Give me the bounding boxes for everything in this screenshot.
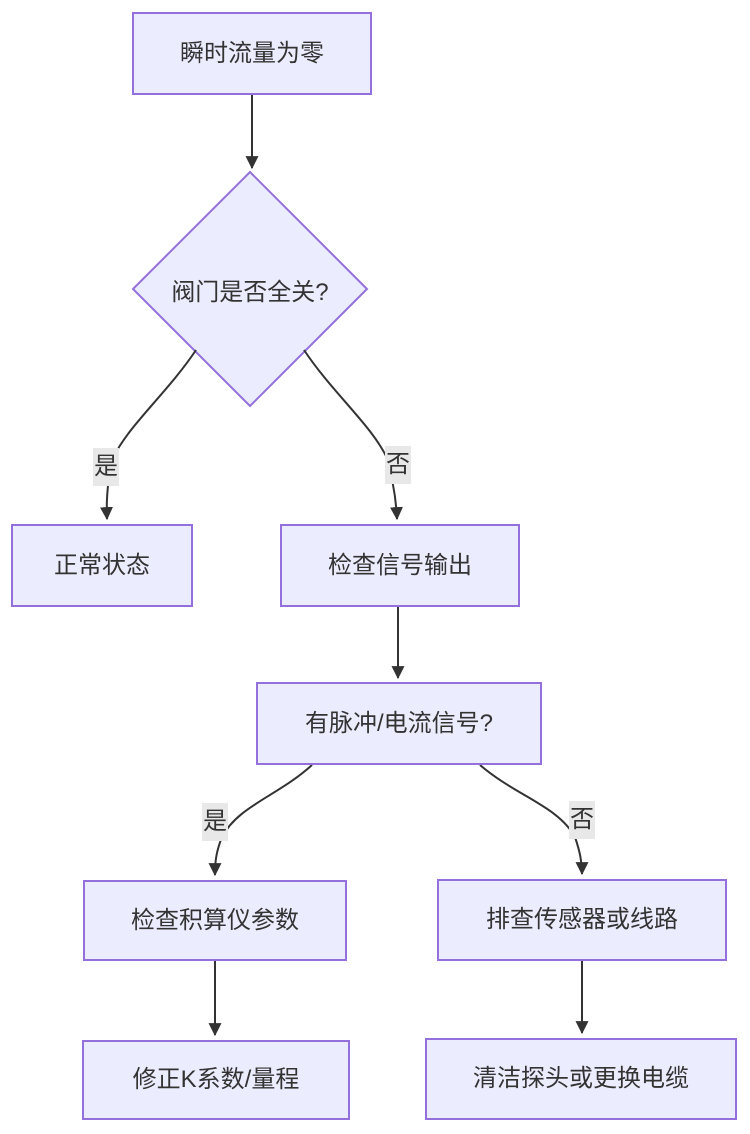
node-check-sensor-wiring: 排查传感器或线路 [437,879,727,961]
edge-label-valve-no: 否 [385,446,411,484]
edge-label-valve-yes: 是 [93,448,119,486]
node-normal-state: 正常状态 [11,524,193,607]
edge-pulse-yes-to-totalizer [208,764,313,877]
edge-label-pulse-yes: 是 [202,803,228,841]
node-clean-probe-replace-cable: 清洁探头或更换电缆 [425,1038,737,1120]
edge-label-pulse-no: 否 [569,801,595,839]
node-pulse-question: 有脉冲/电流信号? [256,682,542,765]
edge-valve-no-to-check-signal [303,349,403,521]
node-check-signal-output: 检查信号输出 [280,524,520,607]
node-fix-k-factor-range: 修正K系数/量程 [82,1040,350,1120]
node-start: 瞬时流量为零 [132,12,372,95]
node-valve-question: 阀门是否全关? [171,278,329,306]
node-check-totalizer-params: 检查积算仪参数 [83,880,347,961]
decision-diamond-shape [131,170,369,408]
edge-pulse-no-to-sensor [479,764,589,876]
